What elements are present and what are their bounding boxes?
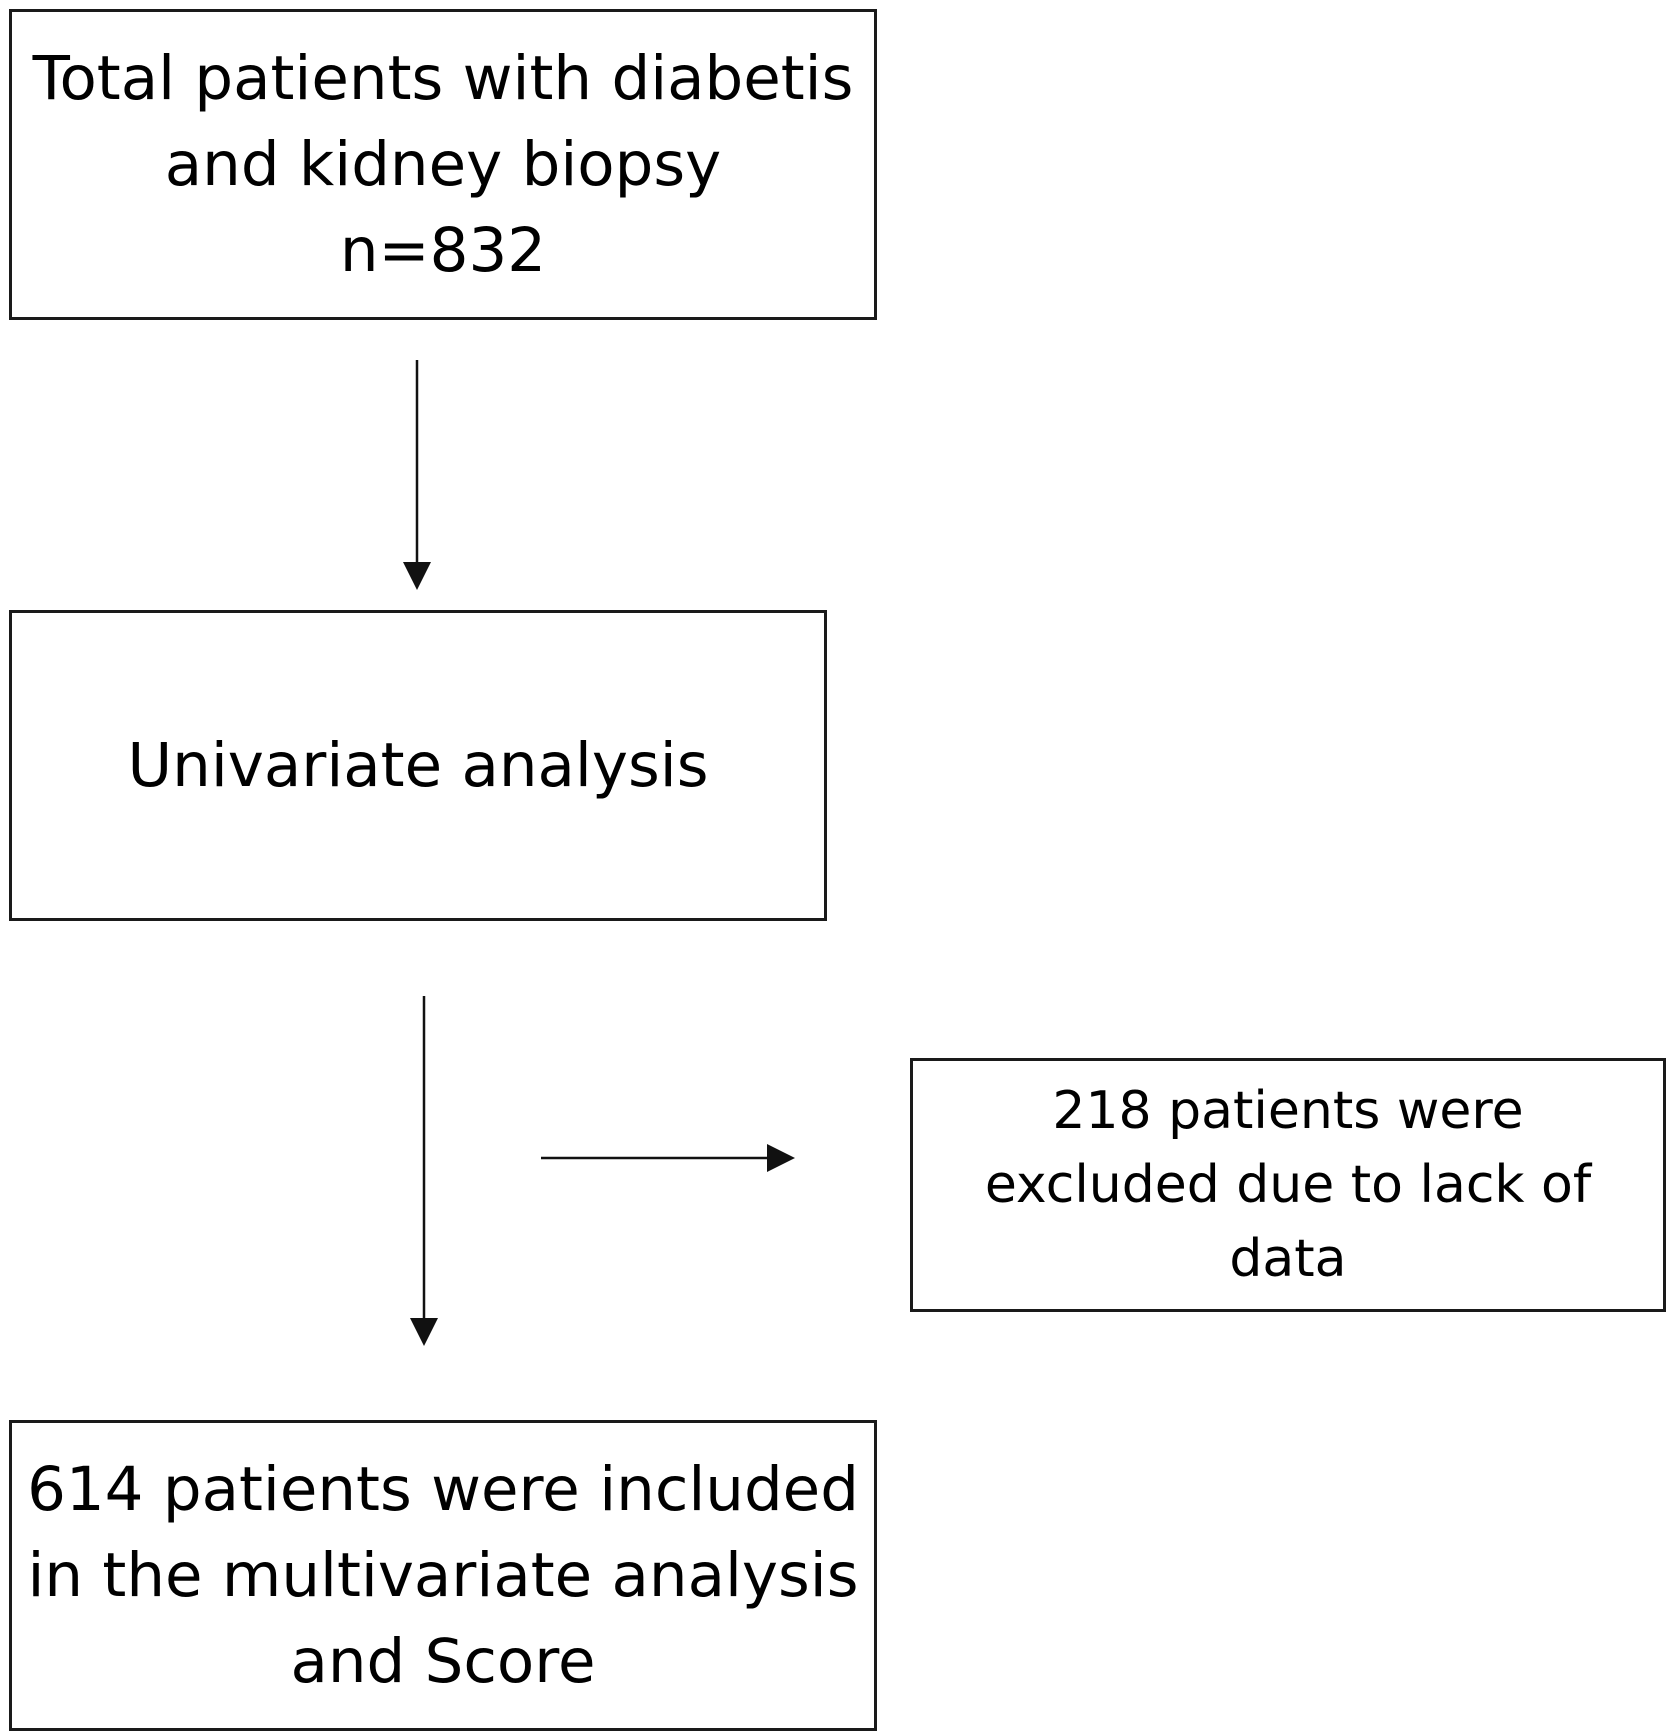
arrow-univariate-to-included: [410, 996, 438, 1346]
arrow-total-to-univariate: [403, 360, 431, 590]
excluded-patients-box: 218 patients were excluded due to lack o…: [910, 1058, 1666, 1312]
univariate-analysis-label: Univariate analysis: [127, 729, 709, 801]
included-patients-box: 614 patients were included in the multiv…: [9, 1420, 877, 1731]
included-patients-line-3: and Score: [290, 1625, 596, 1697]
arrow-to-excluded: [541, 1144, 795, 1172]
univariate-analysis-box: Univariate analysis: [9, 610, 827, 921]
total-patients-box: Total patients with diabetis and kidney …: [9, 9, 877, 320]
included-patients-line-1: 614 patients were included: [27, 1453, 859, 1525]
excluded-patients-line-3: data: [1229, 1229, 1347, 1289]
excluded-patients-line-2: excluded due to lack of: [984, 1155, 1592, 1215]
included-patients-line-2: in the multivariate analysis: [27, 1539, 859, 1611]
total-patients-line-2: and kidney biopsy: [164, 128, 722, 200]
total-patients-count: n=832: [339, 214, 547, 286]
excluded-patients-line-1: 218 patients were: [1052, 1081, 1524, 1141]
total-patients-line-1: Total patients with diabetis: [32, 42, 854, 114]
